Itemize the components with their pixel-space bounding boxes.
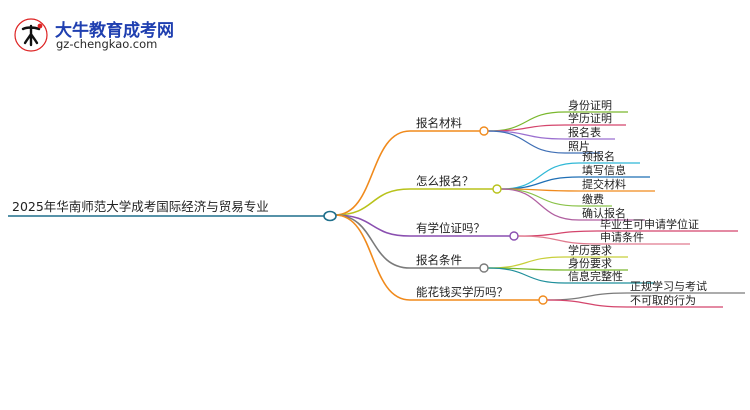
branch-node-circle xyxy=(492,184,502,194)
child-label: 填写信息 xyxy=(582,163,626,177)
branch-to-child-connector xyxy=(487,130,566,154)
root-to-branch-connector xyxy=(334,130,411,216)
branch-to-child-connector xyxy=(546,292,628,301)
brand-url: gz-chengkao.com xyxy=(56,37,158,51)
root-label: 2025年华南师范大学成考国际经济与贸易专业 xyxy=(12,199,269,214)
branch-label: 报名条件 xyxy=(416,253,462,267)
child-label: 申请条件 xyxy=(600,230,644,244)
root-to-branch-connector xyxy=(334,214,411,237)
child-label: 缴费 xyxy=(582,192,604,206)
child-label: 预报名 xyxy=(582,149,615,163)
child-label: 学历要求 xyxy=(568,243,612,257)
child-label: 报名表 xyxy=(568,125,601,139)
child-label: 信息完整性 xyxy=(568,269,623,283)
root-node-circle xyxy=(323,210,337,222)
branch-to-child-connector xyxy=(500,176,580,190)
root-to-branch-connector xyxy=(334,214,411,301)
child-label: 正规学习与考试 xyxy=(630,279,707,293)
branch-node-circle xyxy=(509,231,519,241)
branch-to-child-connector xyxy=(500,162,580,190)
child-label: 不可取的行为 xyxy=(630,293,696,307)
logo-bull-icon xyxy=(14,18,48,52)
root-to-branch-connector xyxy=(334,188,411,216)
branch-node-circle xyxy=(538,295,548,305)
branch-to-child-connector xyxy=(500,188,580,221)
branch-node-circle xyxy=(479,263,489,273)
branch-label: 能花钱买学历吗？ xyxy=(416,285,508,299)
branch-to-child-connector xyxy=(546,299,628,308)
branch-label: 报名材料 xyxy=(416,116,462,130)
child-label: 学历证明 xyxy=(568,111,612,125)
branch-to-child-connector xyxy=(517,230,598,237)
child-label: 提交材料 xyxy=(582,177,626,191)
child-label: 毕业生可申请学位证 xyxy=(600,217,699,231)
branch-to-child-connector xyxy=(517,235,598,245)
branch-to-child-connector xyxy=(487,267,566,284)
child-label: 照片 xyxy=(568,140,590,153)
root-to-branch-connector xyxy=(334,214,411,269)
brand-title: 大牛教育成考网 xyxy=(55,21,174,41)
child-label: 身份证明 xyxy=(568,98,612,112)
branch-label: 怎么报名？ xyxy=(416,174,474,188)
branch-label: 有学位证吗？ xyxy=(416,221,485,235)
child-label: 身份要求 xyxy=(568,256,612,270)
branch-node-circle xyxy=(479,126,489,136)
child-label: 确认报名 xyxy=(582,206,626,220)
branch-to-child-connector xyxy=(500,188,580,207)
branch-to-child-connector xyxy=(487,256,566,269)
